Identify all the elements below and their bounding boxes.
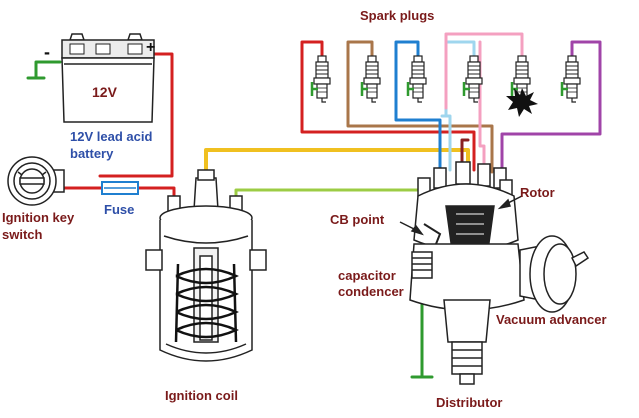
coil-ht-lead [204, 148, 470, 184]
plug-1-lead [300, 40, 476, 172]
annotation-arrows [399, 195, 523, 236]
plug-5-lead-b [478, 40, 486, 172]
distributor [409, 161, 590, 385]
battery-description-line1: 12V lead acid [70, 129, 153, 144]
battery-positive-wire [98, 52, 174, 178]
rotor-label: Rotor [520, 185, 555, 200]
battery [61, 33, 155, 123]
spark-plug-5 [510, 55, 531, 103]
battery-plus-label: + [146, 39, 155, 56]
capacitor-label-line2: condencer [338, 284, 404, 299]
ignition-coil-label: Ignition coil [165, 388, 238, 403]
wires [26, 32, 602, 379]
battery-ground-wire [34, 60, 62, 80]
plug-4-lead [440, 40, 476, 172]
spark-plug-1 [310, 55, 331, 103]
spark-plug-6 [560, 55, 581, 103]
plug-3-lead [394, 40, 442, 174]
battery-voltage-label: 12V [92, 84, 118, 100]
ignition-key-switch [7, 156, 65, 206]
battery-minus-label: - [44, 42, 50, 62]
ignition-key-label-line2: switch [2, 227, 43, 242]
plug-dark-lead [460, 138, 470, 170]
spark-plug-2 [360, 55, 381, 103]
spark-plugs-label: Spark plugs [360, 8, 435, 23]
plug-6-lead [500, 40, 602, 170]
plug-2-lead [346, 40, 494, 174]
spark-burst-icon [506, 88, 538, 117]
cb-point-label: CB point [330, 212, 385, 227]
ignition-coil [145, 169, 267, 362]
battery-description-line2: battery [70, 146, 114, 161]
plug-5-lead [444, 32, 524, 110]
capacitor-label-line1: capacitor [338, 268, 396, 283]
vacuum-advancer-label: Vacuum advancer [496, 312, 607, 327]
ignition-key-label-line1: Ignition key [2, 210, 75, 225]
fuse [101, 181, 139, 195]
spark-plug-4 [462, 55, 483, 103]
switch-to-fuse-wire [58, 174, 106, 190]
distributor-label: Distributor [436, 395, 503, 410]
fuse-label: Fuse [104, 202, 135, 217]
spark-plug-3 [406, 55, 427, 103]
